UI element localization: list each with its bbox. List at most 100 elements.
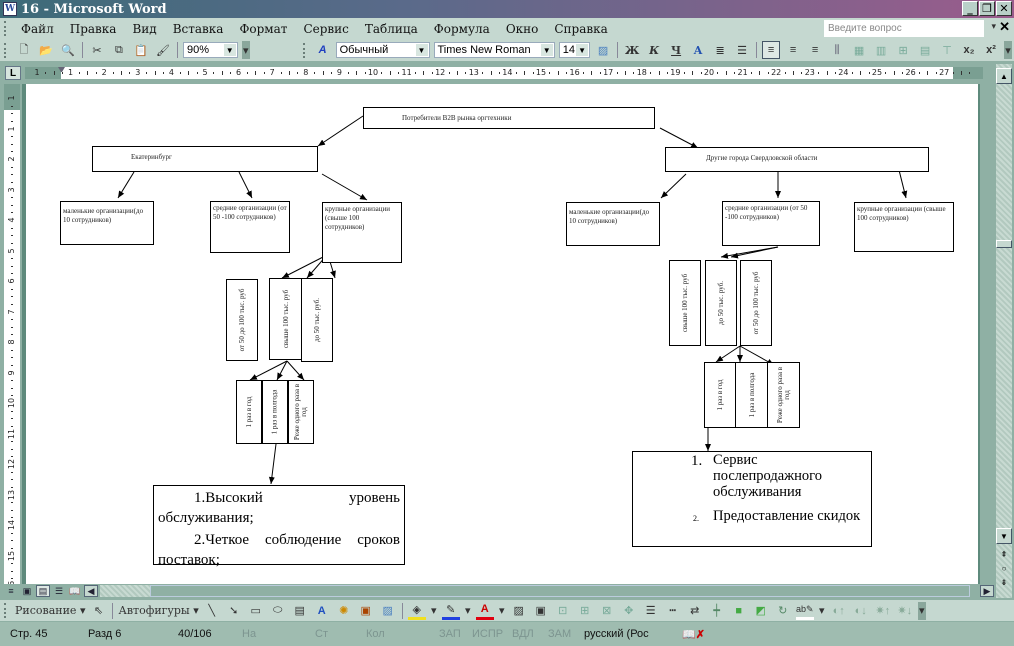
chevron-down-icon[interactable]: ▾	[498, 605, 505, 617]
right-budget-over-100[interactable]: свыше 100 тыс. руб	[669, 260, 701, 346]
paragraph-direction-icon[interactable]: ≣	[715, 44, 725, 57]
3d-icon[interactable]: ◩	[755, 605, 766, 617]
copy-icon[interactable]: ⧉	[115, 43, 123, 56]
right-freq-yearly[interactable]: 1 раз в год	[704, 362, 736, 428]
left-freq-rarely[interactable]: Реже одного раза в год	[288, 380, 314, 444]
split-cells-icon[interactable]: ⊞	[898, 44, 908, 57]
left-small-org-node[interactable]: маленькие организации(до 10 сотрудников)	[60, 201, 154, 245]
underline-button[interactable]: Ч	[671, 43, 682, 57]
toolbar-options-icon[interactable]: ▾	[241, 41, 250, 59]
superscript-button[interactable]: x²	[986, 44, 996, 56]
menu-format[interactable]: Формат	[239, 21, 288, 36]
picture-close-icon[interactable]: ▣	[535, 605, 546, 617]
menu-view[interactable]: Вид	[132, 21, 157, 36]
arrow-style-icon[interactable]: ⇄	[690, 605, 700, 617]
left-freq-halfyear[interactable]: 1 раз в полгода	[262, 380, 288, 444]
insert-columns-icon[interactable]: ▥	[875, 44, 887, 57]
menu-tools[interactable]: Сервис	[303, 21, 349, 36]
styles-icon[interactable]: A	[318, 44, 327, 56]
horizontal-scrollbar[interactable]: ≡ ▣ ▤ ☰ 📖 ◀ ▶	[0, 584, 996, 598]
right-budget-under-50[interactable]: до 50 тыс. руб.	[705, 260, 737, 346]
insert-row-icon[interactable]: ▤	[919, 44, 931, 57]
insert-picture-icon[interactable]: ▨	[382, 605, 393, 617]
oval-icon[interactable]: ⬭	[273, 604, 283, 616]
reading-view-icon[interactable]: 📖	[69, 585, 81, 596]
text-box-icon[interactable]: ▤	[294, 605, 305, 617]
clipart-icon[interactable]: ▣	[360, 605, 371, 617]
status-rec[interactable]: ЗАП	[439, 628, 461, 640]
right-freq-halfyear[interactable]: 1 раз в полгода	[735, 362, 768, 428]
highlight-icon[interactable]: ab✎	[795, 602, 814, 620]
align-left-icon[interactable]: ≡	[762, 41, 781, 59]
merge-icon[interactable]: ⊤	[942, 44, 952, 57]
left-budget-over-100[interactable]: свыше 100 тыс. руб	[269, 278, 302, 360]
dash-style-icon[interactable]: ┅	[669, 605, 677, 617]
ask-question-input[interactable]: Введите вопрос	[824, 20, 984, 37]
left-budget-under-50[interactable]: до 50 тыс. руб.	[301, 278, 333, 362]
font-select[interactable]: Times New Roman ▼	[433, 42, 555, 58]
menu-insert[interactable]: Вставка	[172, 21, 224, 36]
insert-picture-icon[interactable]: ▨	[597, 44, 609, 57]
toolbar-options-icon[interactable]: ▾	[1004, 41, 1013, 59]
font-color-icon[interactable]: A	[475, 602, 494, 620]
diagram-icon[interactable]: ✺	[339, 605, 349, 617]
chevron-down-icon[interactable]: ▾	[430, 605, 437, 617]
right-result-node[interactable]: 1. Сервис послепродажного обслуживания 2…	[632, 451, 872, 547]
right-small-org-node[interactable]: маленькие организации(до 10 сотрудников)	[566, 202, 660, 246]
send-backward-icon[interactable]: ◐↓	[854, 604, 867, 617]
status-ovr[interactable]: ЗАМ	[548, 628, 572, 640]
status-trk[interactable]: ИСПР	[472, 628, 504, 640]
font-size-select[interactable]: 14 ▼	[558, 42, 591, 58]
web-view-icon[interactable]: ▣	[22, 585, 32, 596]
chevron-down-icon[interactable]: ▼	[415, 44, 428, 56]
new-document-icon[interactable]: 🗋	[19, 43, 29, 56]
line-style-icon[interactable]: ☰	[645, 605, 656, 617]
ungroup-icon[interactable]: ⊞	[580, 605, 590, 617]
bold-button[interactable]: Ж	[624, 43, 640, 57]
fill-color-icon[interactable]: ◈	[407, 602, 426, 620]
line-color-icon[interactable]: ✎	[441, 602, 460, 620]
left-large-org-node[interactable]: крупные организации (свыше 100 сотрудник…	[322, 202, 402, 263]
style-select[interactable]: Обычный ▼	[335, 42, 430, 58]
align-distribute-icon[interactable]: ┿	[713, 605, 721, 617]
menu-edit[interactable]: Правка	[69, 21, 117, 36]
toolbar-grip[interactable]	[302, 42, 306, 58]
close-button[interactable]: ✕	[996, 1, 1012, 16]
picture-frame-icon[interactable]: ▨	[513, 605, 524, 617]
right-budget-50-100[interactable]: от 50 до 100 тыс. руб	[740, 260, 772, 346]
table-icon[interactable]: ▦	[853, 44, 865, 57]
minimize-button[interactable]: _	[962, 1, 978, 16]
align-center-icon[interactable]: ≡	[789, 44, 797, 56]
vertical-scrollbar[interactable]: ▲ ▼ ⇞ ○ ⇟	[996, 64, 1012, 598]
tab-selector[interactable]: L	[5, 66, 21, 80]
right-large-org-node[interactable]: крупные организации (свыше 100 сотрудник…	[854, 202, 954, 252]
cut-icon[interactable]: ✂	[92, 44, 102, 57]
format-painter-icon[interactable]: 🖌	[155, 44, 170, 57]
menu-table[interactable]: Таблица	[364, 21, 418, 36]
outline-view-icon[interactable]: ☰	[54, 585, 64, 596]
scroll-left-button[interactable]: ◀	[84, 585, 98, 597]
chevron-down-icon[interactable]: ▾	[818, 605, 825, 617]
root-node[interactable]: Потребители B2B рынка оргтехники	[363, 107, 655, 129]
group-icon[interactable]: ⊡	[558, 605, 568, 617]
print-preview-icon[interactable]: 🔍	[61, 44, 75, 57]
document-page[interactable]: Потребители B2B рынка оргтехники Екатери…	[26, 84, 978, 584]
next-page-button[interactable]: ⇟	[1000, 577, 1008, 587]
normal-view-icon[interactable]: ≡	[8, 586, 14, 596]
indent-marker[interactable]	[58, 67, 65, 79]
left-budget-50-100[interactable]: от 50 до 100 тыс. руб	[226, 279, 258, 361]
arrow-icon[interactable]: ➘	[229, 605, 239, 617]
h-scroll-thumb[interactable]	[150, 585, 970, 597]
brightness-down-icon[interactable]: ✷↓	[897, 605, 913, 617]
scroll-right-button[interactable]: ▶	[980, 585, 994, 597]
spelling-status-icon[interactable]: 📖✗	[682, 628, 705, 641]
chevron-down-icon[interactable]: ▼	[576, 44, 589, 56]
select-objects-icon[interactable]: ⇖	[93, 605, 104, 617]
brightness-up-icon[interactable]: ✷↑	[875, 605, 891, 617]
h-scroll-track[interactable]	[100, 585, 150, 597]
scroll-thumb[interactable]	[996, 240, 1012, 248]
align-right-icon[interactable]: ≡	[811, 44, 819, 56]
menu-formula[interactable]: Формула	[433, 21, 490, 36]
